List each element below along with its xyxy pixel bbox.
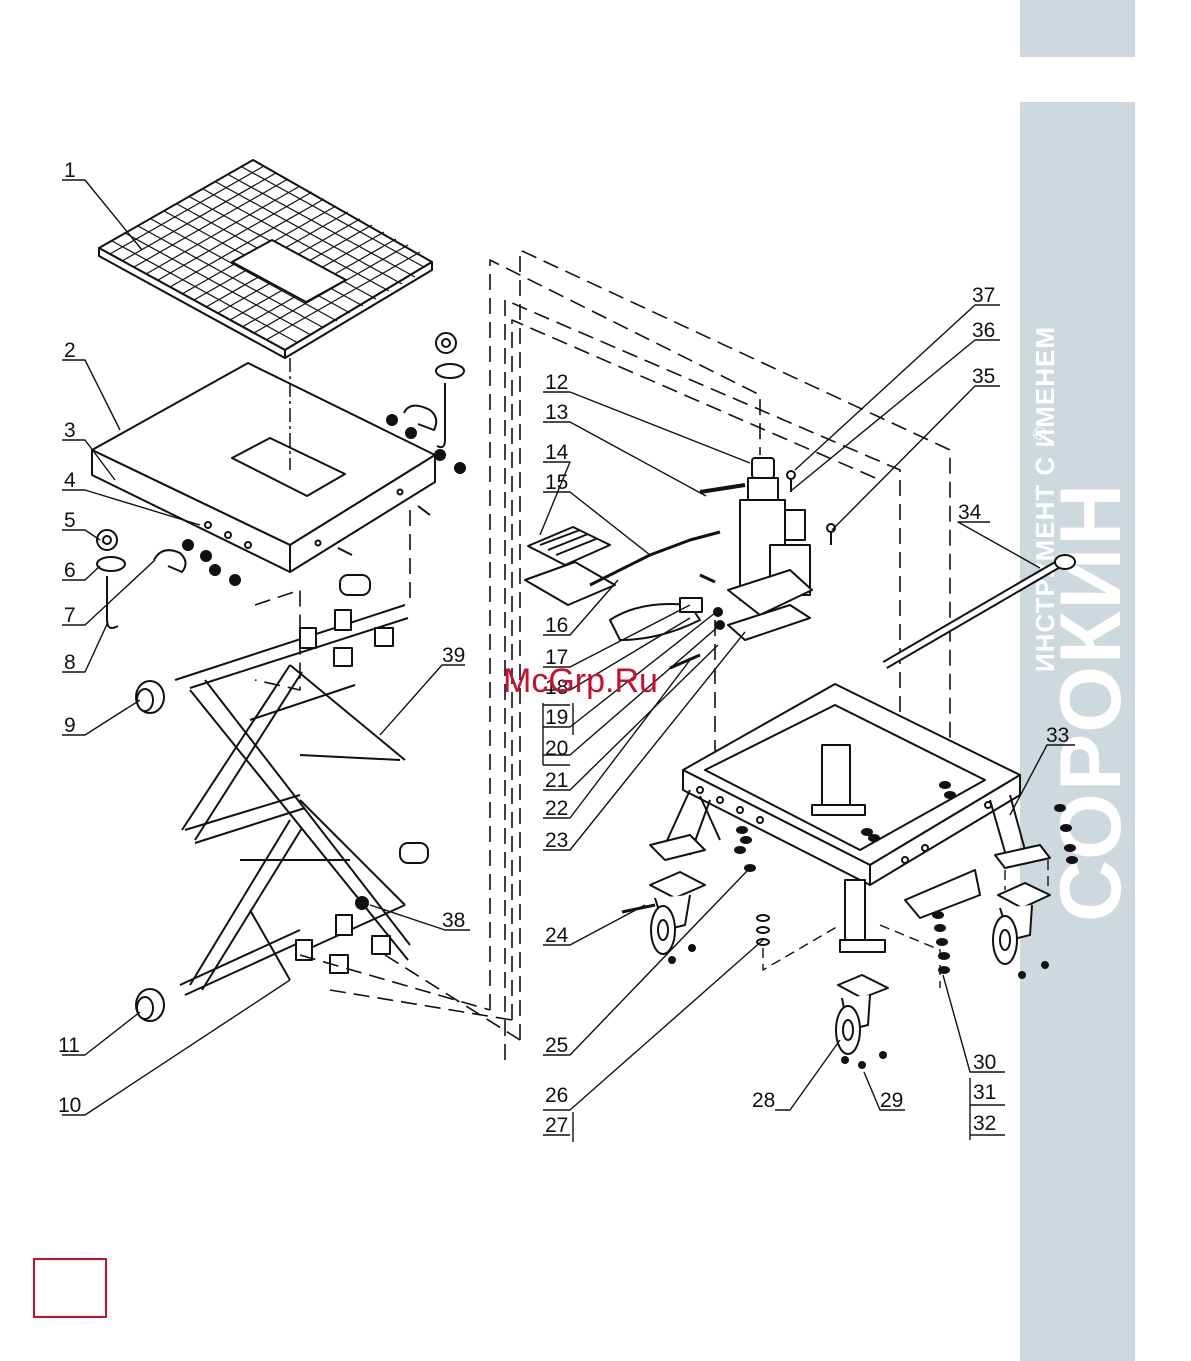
part-label-34: 34 <box>958 501 982 524</box>
part-label-14: 14 <box>545 441 569 464</box>
part-label-37: 37 <box>972 284 995 307</box>
scissor-lift-part <box>175 575 428 995</box>
part-label-13: 13 <box>545 401 568 424</box>
part-label-39: 39 <box>442 644 465 667</box>
part-label-12: 12 <box>545 371 568 394</box>
part-label-24: 24 <box>545 924 569 947</box>
hydraulic-jack-part <box>525 458 835 668</box>
grid-mat-part <box>99 160 432 358</box>
page-number-box <box>33 1258 107 1318</box>
part-label-38: 38 <box>442 909 465 932</box>
part-label-15: 15 <box>545 471 568 494</box>
part-label-35: 35 <box>972 365 995 388</box>
part-label-8: 8 <box>64 651 76 674</box>
part-label-16: 16 <box>545 614 568 637</box>
part-label-32: 32 <box>973 1112 996 1135</box>
part-label-3: 3 <box>64 419 76 442</box>
part-label-7: 7 <box>64 604 76 627</box>
part-label-21: 21 <box>545 769 568 792</box>
part-label-23: 23 <box>545 829 568 852</box>
part-label-26: 26 <box>545 1084 568 1107</box>
part-label-31: 31 <box>973 1081 996 1104</box>
part-label-25: 25 <box>545 1034 568 1057</box>
part-label-5: 5 <box>64 509 76 532</box>
part-label-9: 9 <box>64 714 76 737</box>
part-label-36: 36 <box>972 319 995 342</box>
base-frame-part <box>650 684 1050 952</box>
part-label-10: 10 <box>58 1094 81 1117</box>
part-label-27: 27 <box>545 1114 568 1137</box>
caster-wheel-part <box>622 872 1050 1068</box>
part-label-4: 4 <box>64 469 76 492</box>
part-label-6: 6 <box>64 559 76 582</box>
part-label-11: 11 <box>58 1034 80 1057</box>
top-plate-part <box>92 363 435 572</box>
part-label-1: 1 <box>64 159 76 182</box>
part-label-20: 20 <box>545 737 568 760</box>
handle-bar-part <box>885 555 1075 665</box>
leader-lines <box>62 180 1075 1135</box>
part-label-33: 33 <box>1046 724 1069 747</box>
part-label-2: 2 <box>64 339 76 362</box>
part-label-28: 28 <box>752 1089 775 1112</box>
part-label-30: 30 <box>973 1051 996 1074</box>
part-label-19: 19 <box>545 706 568 729</box>
part-label-29: 29 <box>880 1089 903 1112</box>
part-label-22: 22 <box>545 797 568 820</box>
watermark-text: McGrp.Ru <box>503 662 658 701</box>
roller-part <box>136 681 164 1021</box>
